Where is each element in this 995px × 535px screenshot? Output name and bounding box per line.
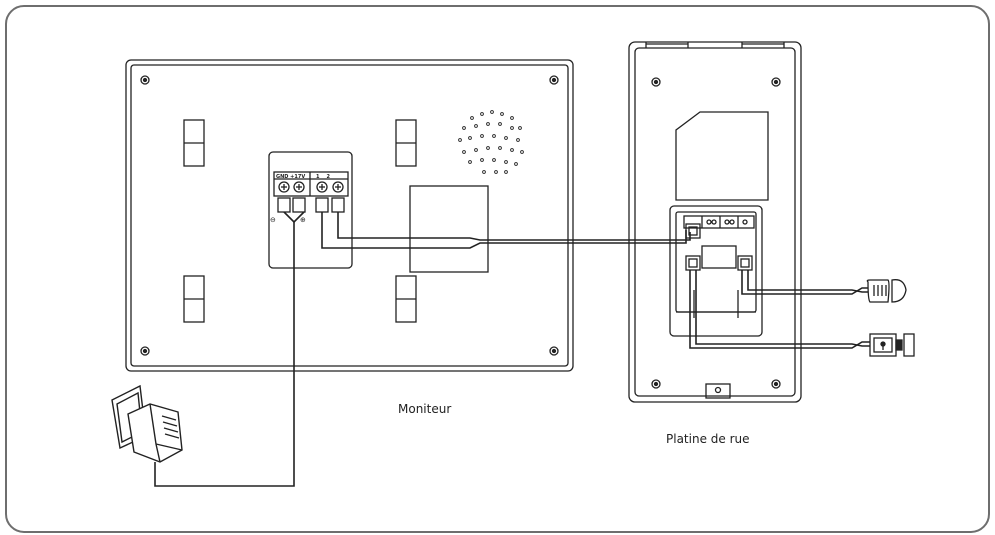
push-button-icon (866, 279, 907, 303)
monitor-inner (130, 64, 569, 367)
wire-power (154, 211, 305, 487)
monitor-body (125, 59, 574, 372)
monitor-screws (140, 75, 559, 356)
monitor-unit (125, 59, 574, 372)
door-station-screws (651, 77, 781, 389)
speaker-grill (458, 110, 524, 174)
camera-window (675, 111, 769, 201)
wire-push-button (741, 270, 868, 295)
terminal-label-bus: 1 2 (316, 174, 330, 180)
door-station-unit (628, 41, 802, 403)
polarity-minus-label: ⊖ (270, 216, 276, 224)
outer-frame (5, 5, 990, 533)
connector-button (737, 255, 753, 271)
connector-bus (685, 223, 701, 239)
terminal-label-power: GND +17V (276, 174, 305, 180)
monitor-caption: Moniteur (398, 402, 452, 416)
connector-lock (685, 255, 701, 271)
polarity-plus-label: ⊕ (300, 216, 306, 224)
wire-lock (689, 270, 870, 349)
terminal-block (273, 171, 349, 197)
connection-module (669, 205, 763, 337)
power-adapter-icon (111, 384, 183, 463)
mounting-slots (183, 119, 417, 323)
electric-lock-icon (869, 333, 915, 357)
terminal-panel (268, 151, 353, 269)
door-station-body (628, 41, 802, 403)
door-station-caption: Platine de rue (666, 432, 750, 446)
door-station-inner (634, 47, 796, 397)
wire-bus (321, 212, 691, 249)
monitor-center-panel (409, 185, 489, 273)
